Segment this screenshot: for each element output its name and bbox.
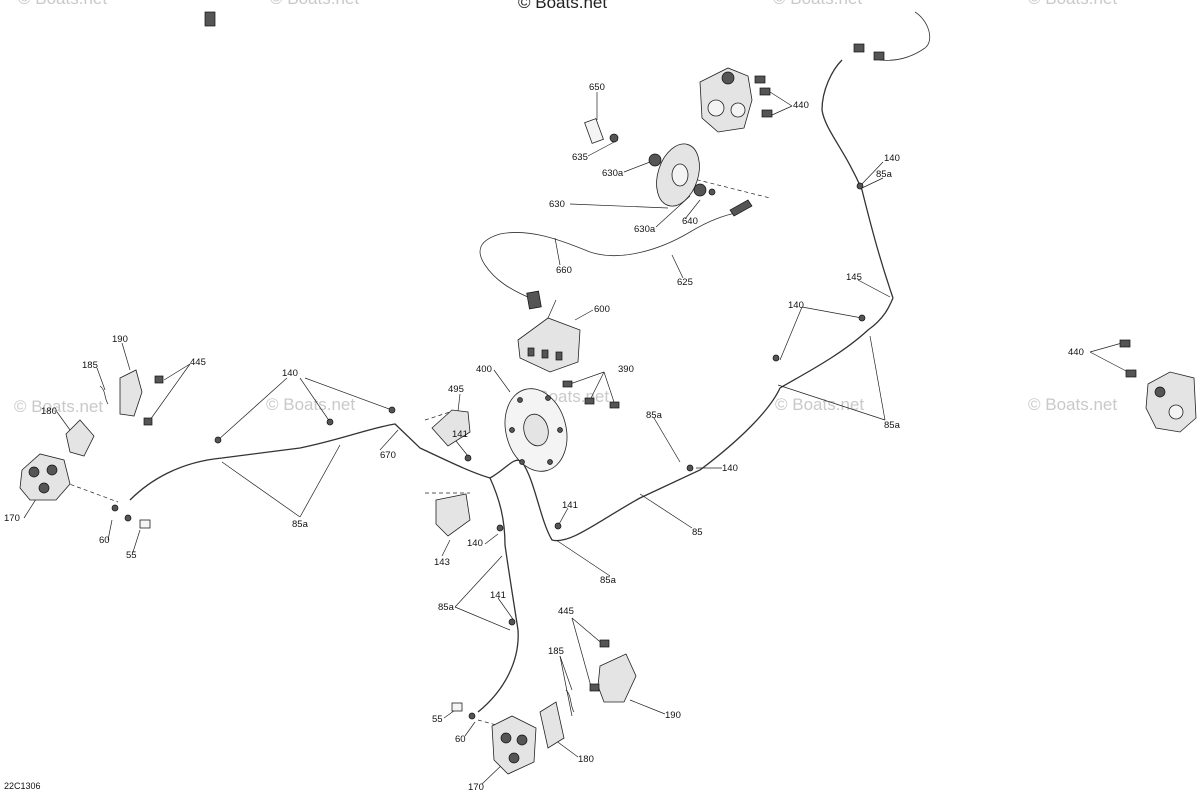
brake-lines: [129, 11, 931, 713]
caliper-right: [1119, 339, 1197, 433]
callout: 650: [589, 82, 605, 93]
leader-lines: [23, 91, 1129, 785]
callout: 143: [434, 557, 450, 568]
caliper-bottom: [491, 715, 537, 775]
watermark: © Boats.net: [775, 395, 864, 414]
callout: 141: [490, 590, 506, 601]
callout: 170: [468, 782, 484, 792]
callout: 495: [448, 384, 464, 395]
bracket-143: [435, 493, 471, 537]
watermark-group: © Boats.net © Boats.net © Boats.net © Bo…: [14, 0, 1117, 416]
callout: 55: [432, 714, 443, 725]
parking-disc-assembly: [584, 118, 753, 217]
callout: 660: [556, 265, 572, 276]
callout: 140: [722, 463, 738, 474]
callout: 85: [692, 527, 703, 538]
callout: 445: [190, 357, 206, 368]
callout: 85a: [876, 169, 893, 180]
brake-pad-left: [65, 419, 95, 457]
alignment-dashes: [63, 177, 771, 727]
parking-brake-lever: [517, 290, 581, 373]
callout: 440: [1068, 347, 1084, 358]
watermark: © Boats.net: [1028, 0, 1117, 8]
caliper-top: [699, 67, 773, 133]
callout: 630: [549, 199, 565, 210]
callout: 440: [793, 100, 809, 111]
callout: 630a: [634, 224, 656, 235]
watermark: © Boats.net: [1028, 395, 1117, 414]
callout: 190: [112, 334, 128, 345]
callout: 141: [562, 500, 578, 511]
watermark-top-center: © Boats.net: [518, 0, 607, 12]
watermark: © Boats.net: [773, 0, 862, 8]
watermark: © Boats.net: [18, 0, 107, 8]
diagram-code: 22C1306: [4, 781, 41, 791]
bracket-190-left: [119, 369, 143, 417]
callout: 140: [282, 368, 298, 379]
hose-clips: [204, 11, 885, 626]
watermark: © Boats.net: [14, 397, 103, 416]
callout: 670: [380, 450, 396, 461]
callout: 140: [884, 153, 900, 164]
callout: 640: [682, 216, 698, 227]
callout: 185: [548, 646, 564, 657]
callout: 85a: [600, 575, 617, 586]
callout: 55: [126, 550, 137, 561]
callout: 600: [594, 304, 610, 315]
callout: 60: [99, 535, 110, 546]
bracket-495: [431, 409, 471, 447]
callout: 85a: [292, 519, 309, 530]
callout: 445: [558, 606, 574, 617]
callout: 390: [618, 364, 634, 375]
callout: 180: [41, 406, 57, 417]
callout: 190: [665, 710, 681, 721]
callout: 141: [452, 429, 468, 440]
watermark: © Boats.net: [270, 0, 359, 8]
callout: 60: [455, 734, 466, 745]
callout: 170: [4, 513, 20, 524]
callout: 185: [82, 360, 98, 371]
callout: 145: [846, 272, 862, 283]
callout: 625: [677, 277, 693, 288]
callout: 140: [467, 538, 483, 549]
watermark: © Boats.net: [266, 395, 355, 414]
bolts-390: [562, 380, 620, 409]
brake-disc: [504, 388, 568, 472]
fasteners-bottom: [451, 639, 610, 720]
callout: 635: [572, 152, 588, 163]
callout: 85a: [646, 410, 663, 421]
brake-pad-bottom: [539, 701, 565, 749]
fasteners-left: [99, 375, 164, 529]
callout: 85a: [438, 602, 455, 613]
callout: 400: [476, 364, 492, 375]
callout: 140: [788, 300, 804, 311]
callout: 180: [578, 754, 594, 765]
callout: 630a: [602, 168, 624, 179]
caliper-left: [19, 453, 71, 501]
callout-labels: 650 635 630a 630 630a 640 660 625 600 44…: [4, 82, 1084, 792]
callout: 85a: [884, 420, 901, 431]
bracket-190-bottom: [597, 653, 637, 703]
